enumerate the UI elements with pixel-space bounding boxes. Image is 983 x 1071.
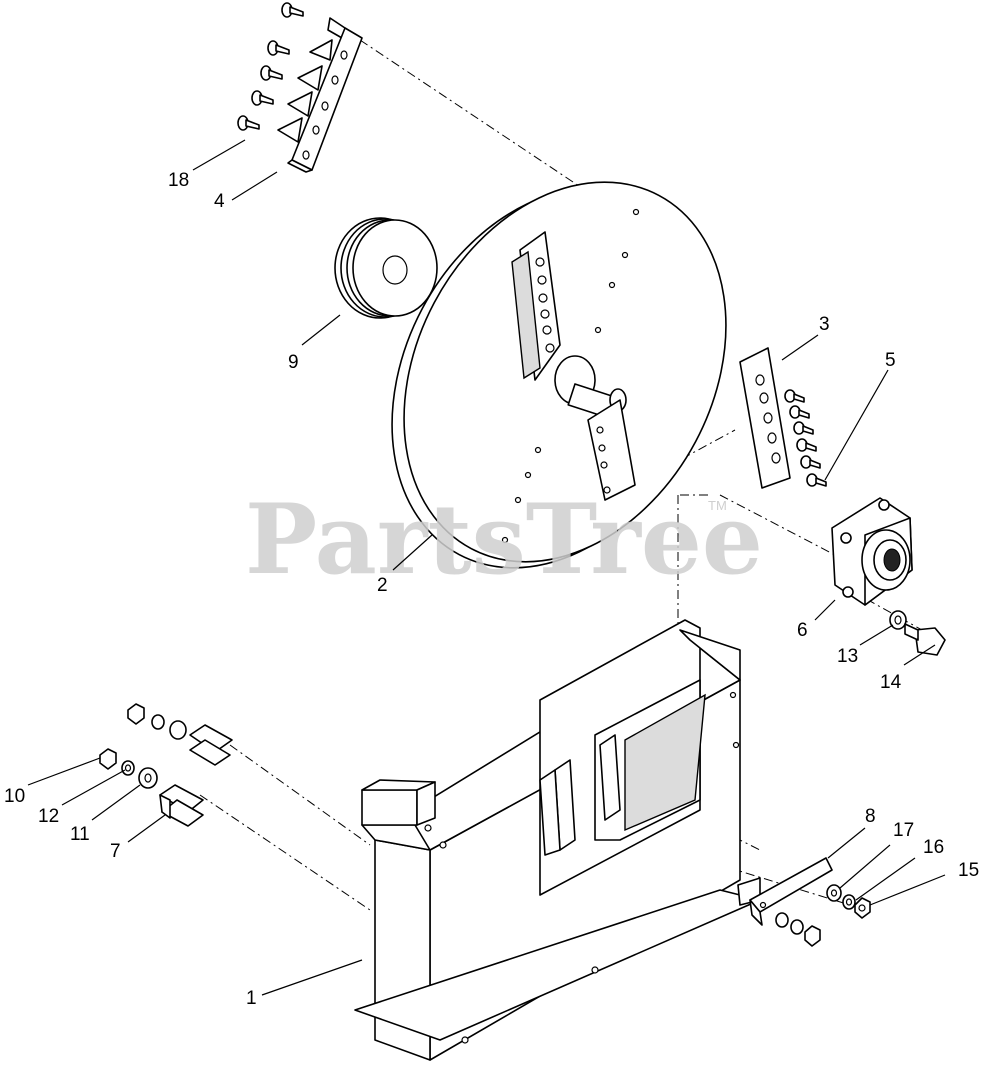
callout-17: 17: [893, 820, 914, 841]
callout-2: 2: [377, 575, 388, 596]
frame-1[interactable]: [354, 619, 761, 1061]
callout-16: 16: [923, 837, 944, 858]
knife-bar-4[interactable]: [277, 17, 363, 173]
watermark-trademark: TM: [708, 498, 727, 513]
screw-set-5[interactable]: [784, 389, 827, 487]
callout-10: 10: [4, 786, 25, 807]
bolt-14[interactable]: [904, 623, 946, 656]
washer-11[interactable]: [138, 767, 158, 789]
callout-9: 9: [288, 352, 299, 373]
callout-12: 12: [38, 806, 59, 827]
lock-washer-16[interactable]: [842, 894, 856, 910]
callout-7: 7: [110, 841, 121, 862]
hardware-set-lower: [775, 912, 821, 947]
hardware-set-upper: [127, 703, 233, 766]
callout-18: 18: [168, 170, 189, 191]
washer-17[interactable]: [826, 884, 842, 902]
callout-6: 6: [797, 620, 808, 641]
watermark: PartsTree TM: [245, 483, 763, 596]
screw-set-18[interactable]: [237, 2, 304, 131]
callout-13: 13: [837, 646, 858, 667]
watermark-text: PartsTree: [245, 483, 763, 596]
callout-1: 1: [246, 988, 257, 1009]
cutter-disc-2[interactable]: [328, 126, 789, 624]
u-bolt-7[interactable]: [159, 784, 204, 827]
nut-15[interactable]: [854, 897, 871, 919]
pulley-9[interactable]: [334, 217, 438, 319]
nut-10[interactable]: [99, 748, 117, 770]
callout-8: 8: [865, 806, 876, 827]
callout-labels: 1 2 3 4 5 6 7 8 9 10 11 12 13 14 15 16 1…: [4, 170, 979, 1009]
callout-5: 5: [885, 350, 896, 371]
callout-14: 14: [880, 672, 902, 693]
callout-15: 15: [958, 860, 979, 881]
clamp-plate-8[interactable]: [749, 857, 833, 926]
knife-plate-3[interactable]: [739, 347, 791, 489]
callout-3: 3: [819, 314, 830, 335]
washer-13[interactable]: [889, 610, 907, 630]
leader-lines: [27, 139, 946, 996]
callout-4: 4: [214, 191, 225, 212]
flange-bearing-6[interactable]: [831, 497, 913, 606]
lock-washer-12[interactable]: [121, 760, 135, 776]
callout-11: 11: [70, 824, 90, 845]
